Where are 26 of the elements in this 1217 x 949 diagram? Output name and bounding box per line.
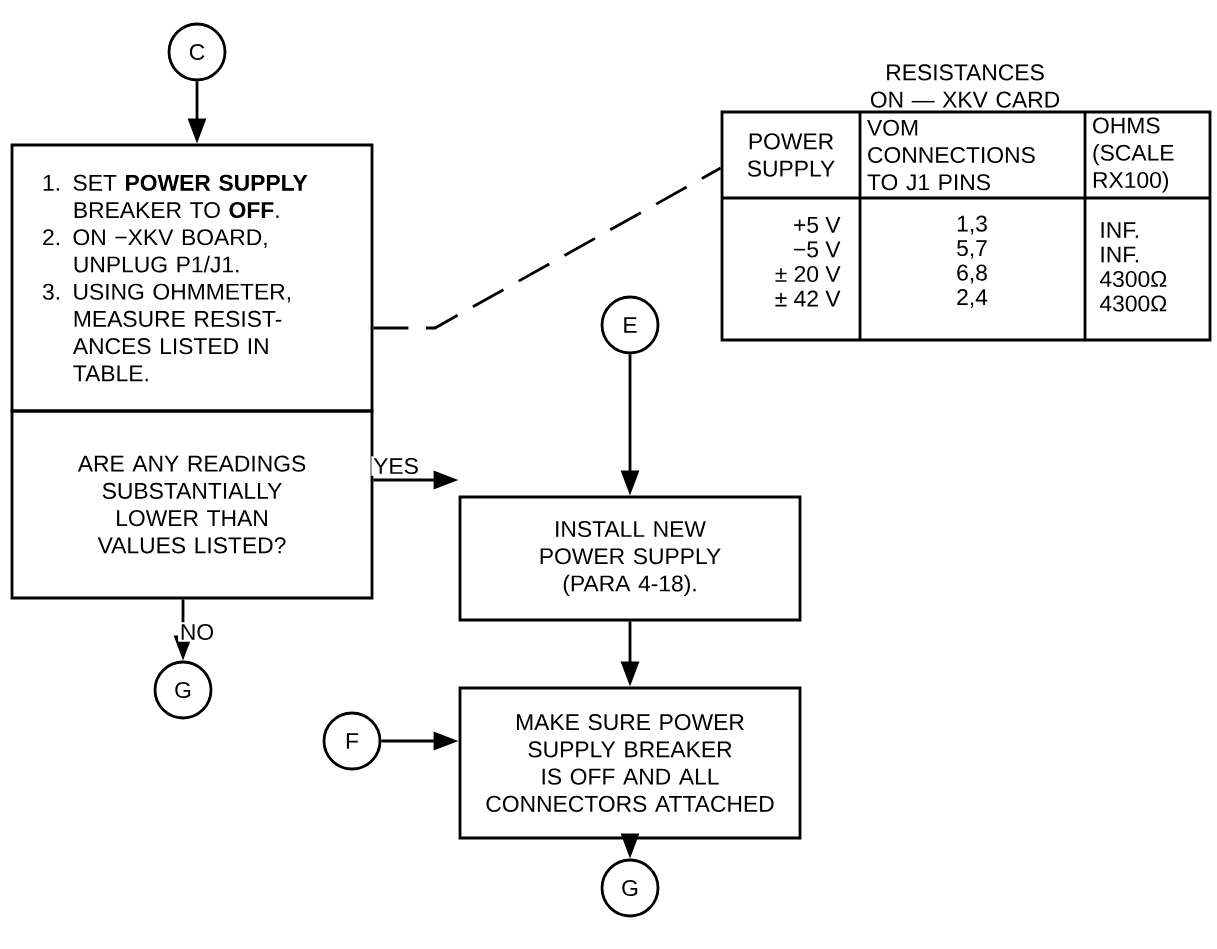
leader-line xyxy=(373,166,722,330)
table-cell: 4300Ω xyxy=(1099,270,1167,288)
table-title: RESISTANCES ON — XKV CARD xyxy=(870,64,1060,108)
edge-label: YES xyxy=(371,456,421,476)
table-cell: POWER SUPPLY xyxy=(747,133,835,177)
table-cell: VOM CONNECTIONS TO J1 PINS xyxy=(867,119,1035,191)
table-cell: ± 42 V xyxy=(775,290,841,307)
table-cell: −5 V xyxy=(794,241,841,258)
table-cell: INF. xyxy=(1101,246,1138,263)
table-cell: 5,7 xyxy=(957,240,987,259)
table-cell: ± 20 V xyxy=(775,265,841,283)
table-cell: 4300Ω xyxy=(1099,295,1167,312)
process-box xyxy=(10,143,374,413)
process-box: MAKE SURE POWER SUPPLY BREAKER IS OFF AND ALL CONNECTORS ATTACHED xyxy=(458,686,802,840)
edge-label: NO xyxy=(178,622,216,642)
process-box: INSTALL NEW POWER SUPPLY (PARA 4-18). xyxy=(458,495,802,622)
step-text: 2. ON −XKV BOARD, UNPLUG P1/J1. xyxy=(43,229,267,273)
table-cell: OHMS (SCALE RX100) xyxy=(1093,117,1174,193)
step-text: 3. USING OHMMETER, MEASURE RESIST- ANCES LISTED IN TABLE. xyxy=(42,283,290,382)
decision-box: ARE ANY READINGS SUBSTANTIALLY LOWER THAN VALUES LISTED? xyxy=(10,409,374,600)
table-cell: +5 V xyxy=(794,217,841,233)
table-cell: 6,8 xyxy=(957,264,987,284)
table-cell: 1,3 xyxy=(957,215,987,235)
step-text: 1. SET POWER SUPPLY BREAKER TO OFF. xyxy=(43,174,308,219)
table-cell: INF. xyxy=(1101,222,1138,238)
table-cell: 2,4 xyxy=(957,289,988,308)
